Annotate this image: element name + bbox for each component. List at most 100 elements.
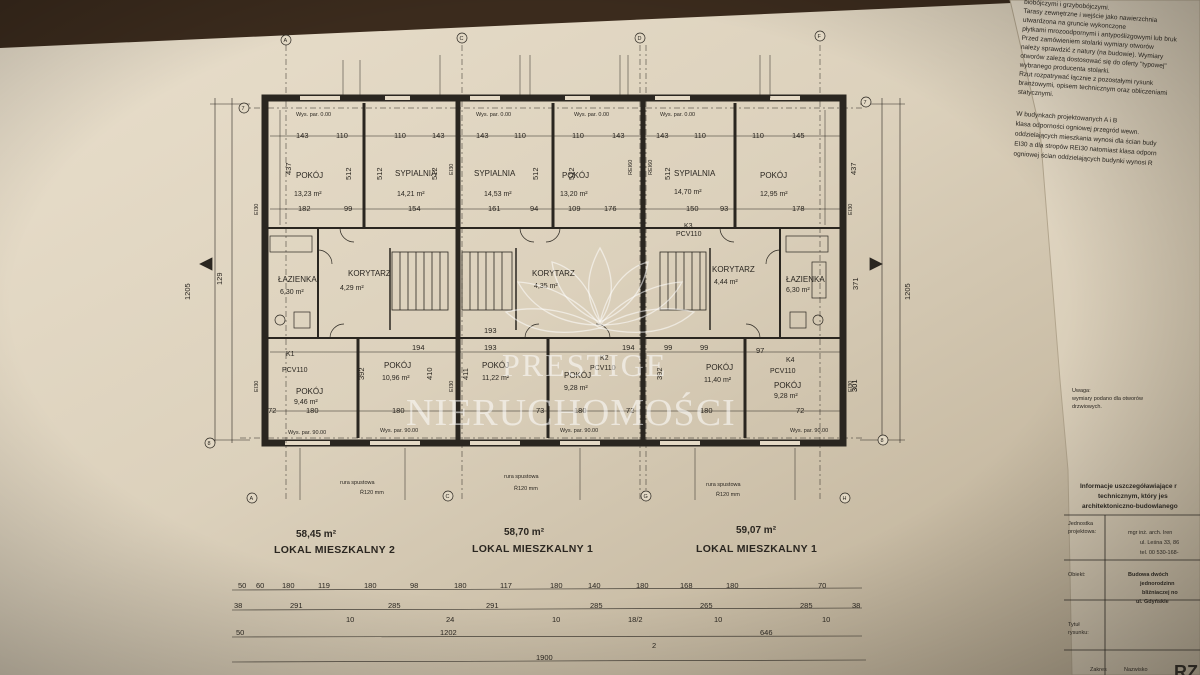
title-label: projektowa: (1068, 529, 1097, 535)
dim-value: 512 (375, 167, 384, 180)
dim-value: 180 (454, 581, 467, 590)
room-name: POKÓJ (564, 371, 591, 380)
watermark-line1: PRESTIGE (502, 347, 667, 383)
dim-value: 437 (284, 162, 293, 175)
room-name: KORYTARZ (348, 269, 391, 278)
dim-value: 301 (850, 379, 859, 392)
dim-value: 99 (344, 204, 352, 213)
room-area: 14,53 m² (484, 191, 512, 198)
room-area: 9,28 m² (564, 385, 588, 392)
dim-value: 94 (530, 204, 538, 213)
sill-height: Wys. par. 0.00 (476, 112, 511, 118)
wall-label: EI30 (848, 381, 854, 392)
watermark: PRESTIGE NIERUCHOMOŚCI (406, 246, 735, 434)
dim-value: 72 (626, 406, 634, 415)
room-name: KORYTARZ (532, 269, 575, 278)
dim-value: 1202 (440, 628, 457, 637)
uwaga-note: Uwaga: wymiary podano dla otworów drzwio… (1071, 388, 1143, 410)
dim-value: 646 (760, 628, 773, 637)
outer-wall (261, 94, 847, 447)
title-info: Informacje uszczegóławiające r (1080, 483, 1177, 490)
dim-value: 110 (514, 131, 526, 140)
sill-height: Wys. par. 0.00 (574, 112, 609, 118)
dim-value: 117 (500, 581, 512, 590)
dim-value: 1205 (903, 283, 912, 300)
dim-value: 154 (408, 204, 421, 213)
room-name: POKÓJ (384, 361, 411, 370)
dim-value: 24 (446, 615, 454, 624)
pipe-note: Ř120 mm (716, 490, 740, 498)
drawing-title: RZ (1174, 662, 1198, 675)
pipe-note: rura spustowa (340, 480, 375, 486)
title-label: Jednostka (1068, 521, 1094, 527)
title-block-frame (1064, 514, 1200, 675)
object-info: bliźniaczej no (1142, 590, 1178, 596)
dim-value: 10 (822, 615, 830, 624)
designer-info: tel. 00 530-168- (1140, 550, 1179, 556)
dim-value: 140 (588, 581, 601, 590)
title-label: Nazwisko (1124, 667, 1148, 673)
unit-captions: 58,45 m² LOKAL MIESZKALNY 2 58,70 m² LOK… (274, 525, 817, 556)
room-area: 10,96 m² (382, 375, 410, 382)
axis-label: 8 (881, 438, 884, 444)
dim-value: 182 (298, 204, 311, 213)
dim-value: 512 (663, 167, 672, 180)
dim-value: 437 (849, 162, 858, 175)
axis-label: 8 (208, 441, 211, 447)
axis-label: H (843, 496, 847, 502)
room-name: SYPIALNIA (395, 169, 437, 178)
dim-value: 72 (268, 406, 276, 415)
dim-value: 392 (655, 367, 664, 380)
dim-value: 143 (612, 131, 625, 140)
room-name: POKÓJ (774, 381, 801, 390)
dim-value: 285 (800, 601, 813, 610)
room-area: 13,23 m² (294, 191, 322, 198)
title-label: Zakres (1090, 667, 1107, 673)
axis-label: D (638, 36, 642, 42)
dim-value: 145 (792, 131, 805, 140)
dim-value: 73 (536, 406, 544, 415)
axis-label: C (460, 36, 464, 42)
room-area: 9,46 m² (294, 399, 318, 406)
axis-label: A (250, 496, 254, 502)
room-name: SYPIALNIA (474, 169, 516, 178)
pipe-label: PCV110 (282, 367, 308, 374)
dim-value: 109 (568, 204, 581, 213)
axis-label: C (446, 494, 450, 500)
dim-value: 10 (552, 615, 560, 624)
dim-value: 180 (306, 406, 319, 415)
dim-value: 150 (686, 204, 699, 213)
dim-value: 410 (425, 367, 434, 380)
wall-label: EI30 (848, 204, 854, 215)
pipe-label: PCV110 (770, 368, 796, 375)
dim-value: 180 (364, 581, 377, 590)
unit-name: LOKAL MIESZKALNY 2 (274, 544, 395, 556)
dim-value: 265 (700, 601, 713, 610)
dim-value: 180 (282, 581, 295, 590)
dim-value: 97 (756, 346, 764, 355)
dim-value: 110 (752, 131, 764, 140)
room-name: POKÓJ (482, 361, 509, 370)
room-area: 4,29 m² (340, 285, 364, 292)
dim-value: 193 (484, 326, 497, 335)
technical-labels: K3 PCV110 K1 PCV110 K2 PCV110 K4 PCV110 … (208, 34, 884, 502)
dim-value: 194 (622, 343, 635, 352)
room-area: 9,28 m² (774, 393, 798, 400)
wall-label: REI60 (628, 160, 634, 175)
dim-value: 98 (410, 581, 418, 590)
dim-value: 143 (656, 131, 669, 140)
dim-value: 129 (215, 272, 224, 285)
dim-value: 178 (792, 204, 805, 213)
axis-label: A (284, 38, 288, 44)
title-label: Tytuł (1068, 622, 1080, 628)
dim-value: 168 (680, 581, 693, 590)
room-area: 12,95 m² (760, 191, 788, 198)
note-line: biobójczymi i grzybobójczymi. (1024, 0, 1110, 12)
shaft-label: K2 (600, 355, 609, 362)
sill-height: Wys. par. 90.00 (288, 430, 326, 436)
dim-value: 180 (574, 406, 587, 415)
